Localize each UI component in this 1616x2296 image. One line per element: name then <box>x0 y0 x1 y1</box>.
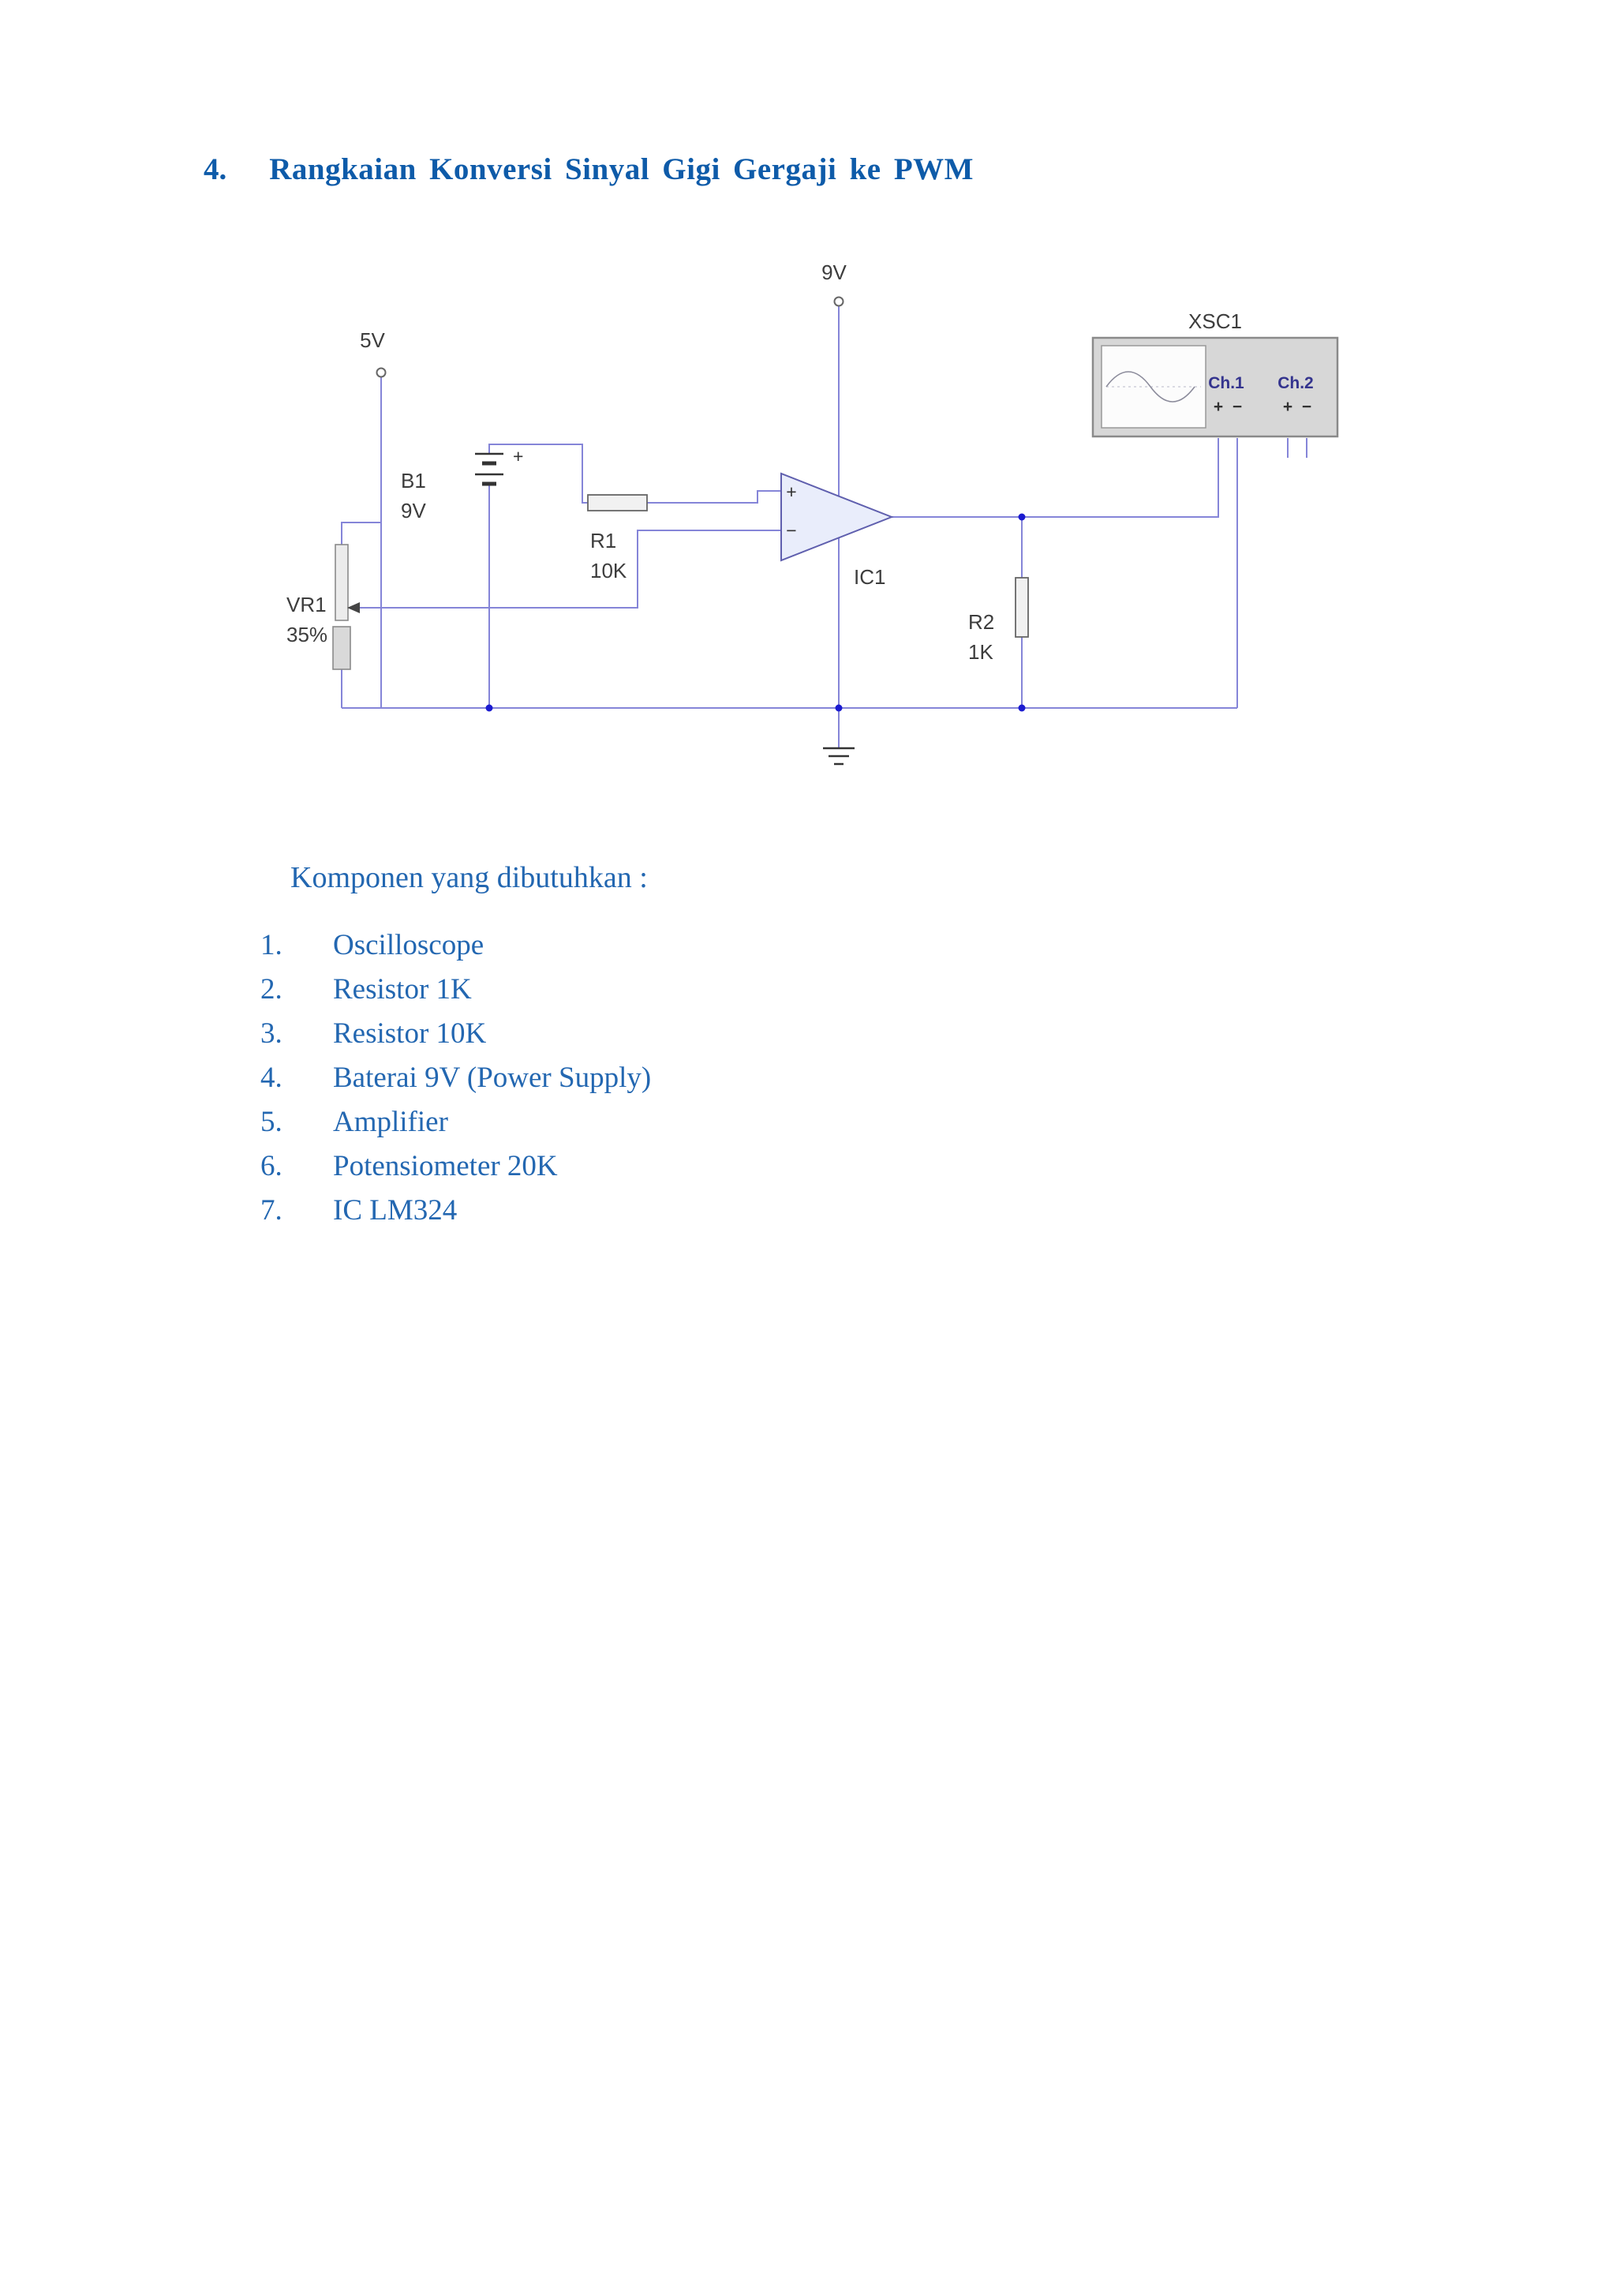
list-item-label: Potensiometer 20K <box>333 1150 558 1182</box>
list-item: 6. Potensiometer 20K <box>260 1144 651 1189</box>
wiper-arrow-icon <box>347 602 360 613</box>
potentiometer-body <box>335 544 349 621</box>
oscilloscope-ch1-plus-sign: + <box>1214 398 1223 416</box>
list-item: 5. Amplifier <box>260 1100 651 1144</box>
resistor-r2-value-label: 1K <box>968 640 993 664</box>
wire-r1-to-opamp <box>647 490 781 504</box>
circuit-diagram: 9V 5V + B1 9V R1 10K VR1 <box>286 260 1339 766</box>
oscilloscope-ch2-plus-sign: + <box>1283 398 1292 416</box>
terminal-9v-label: 9V <box>821 260 847 284</box>
component-list: 1. Oscilloscope 2. Resistor 1K 3. Resist… <box>260 923 651 1233</box>
terminal-5v-pin <box>376 367 387 378</box>
section-heading: 4. Rangkaian Konversi Sinyal Gigi Gergaj… <box>204 152 974 187</box>
junction-dot <box>1018 704 1026 712</box>
wires <box>341 305 1307 748</box>
oscilloscope-ch1-minus-sign: − <box>1233 398 1242 416</box>
list-item-label: Baterai 9V (Power Supply) <box>333 1062 652 1094</box>
junction-dot <box>1018 513 1026 521</box>
list-item: 4. Baterai 9V (Power Supply) <box>260 1056 651 1100</box>
list-item-label: Resistor 10K <box>333 1017 487 1050</box>
resistor-r2-ref-label: R2 <box>968 610 994 634</box>
wire-output-to-scope <box>892 438 1219 518</box>
sine-wave-icon <box>1105 371 1195 403</box>
opamp-triangle <box>780 472 894 562</box>
terminal-5v-label: 5V <box>360 328 385 352</box>
terminal-9v: 9V <box>821 260 847 307</box>
section-number: 4. <box>204 152 227 187</box>
battery-plus-sign: + <box>513 446 523 466</box>
battery-value-label: 9V <box>401 499 426 522</box>
list-item: 7. IC LM324 <box>260 1189 651 1233</box>
list-item-number: 1. <box>260 929 282 961</box>
oscilloscope-ch1-label: Ch.1 <box>1208 374 1244 392</box>
terminal-5v: 5V <box>360 328 387 378</box>
terminal-9v-pin <box>833 296 844 307</box>
battery-b1: + B1 9V <box>401 446 523 522</box>
wire-battery-to-r1 <box>488 444 588 504</box>
resistor-r1-value-label: 10K <box>590 559 627 582</box>
wire-pot-top <box>341 522 381 545</box>
oscilloscope-ref-label: XSC1 <box>1188 309 1242 333</box>
opamp-ic1: + − IC1 <box>780 472 894 589</box>
junction-dots <box>485 513 1026 712</box>
oscilloscope-ch2-minus-sign: − <box>1302 398 1311 416</box>
list-item-label: IC LM324 <box>333 1194 458 1227</box>
potentiometer-ref-label: VR1 <box>286 593 327 616</box>
resistor-r1-body <box>587 494 648 511</box>
list-item-number: 2. <box>260 973 282 1006</box>
resistor-r1: R1 10K <box>587 494 648 582</box>
list-item-number: 3. <box>260 1017 282 1050</box>
oscilloscope-ch2-label: Ch.2 <box>1277 374 1314 392</box>
list-item: 1. Oscilloscope <box>260 923 651 968</box>
list-item: 3. Resistor 10K <box>260 1012 651 1056</box>
resistor-r2: R2 1K <box>968 577 1029 664</box>
opamp-noninverting-sign: + <box>786 481 796 502</box>
list-item-number: 6. <box>260 1150 282 1182</box>
opamp-inverting-sign: − <box>786 520 796 541</box>
list-item-number: 7. <box>260 1194 282 1227</box>
potentiometer-vr1: VR1 35% <box>286 544 360 670</box>
battery-ref-label: B1 <box>401 469 426 493</box>
list-item-number: 4. <box>260 1062 282 1094</box>
resistor-r1-ref-label: R1 <box>590 529 616 552</box>
junction-dot <box>485 704 493 712</box>
list-item-number: 5. <box>260 1106 282 1138</box>
oscilloscope-xsc1: XSC1 Ch.1 Ch.2 + − + − <box>1091 309 1339 438</box>
list-item-label: Amplifier <box>333 1106 448 1138</box>
junction-dot <box>835 704 843 712</box>
potentiometer-slider <box>332 626 351 670</box>
wire-wiper-to-opamp <box>358 530 781 609</box>
list-item: 2. Resistor 1K <box>260 968 651 1012</box>
section-title: Rangkaian Konversi Sinyal Gigi Gergaji k… <box>269 152 974 187</box>
opamp-ref-label: IC1 <box>854 565 885 589</box>
list-item-label: Resistor 1K <box>333 973 472 1006</box>
ground-icon <box>823 747 855 766</box>
resistor-r2-body <box>1015 577 1029 638</box>
potentiometer-value-label: 35% <box>286 623 327 646</box>
components-intro: Komponen yang dibutuhkan : <box>290 861 648 894</box>
list-item-label: Oscilloscope <box>333 929 484 961</box>
